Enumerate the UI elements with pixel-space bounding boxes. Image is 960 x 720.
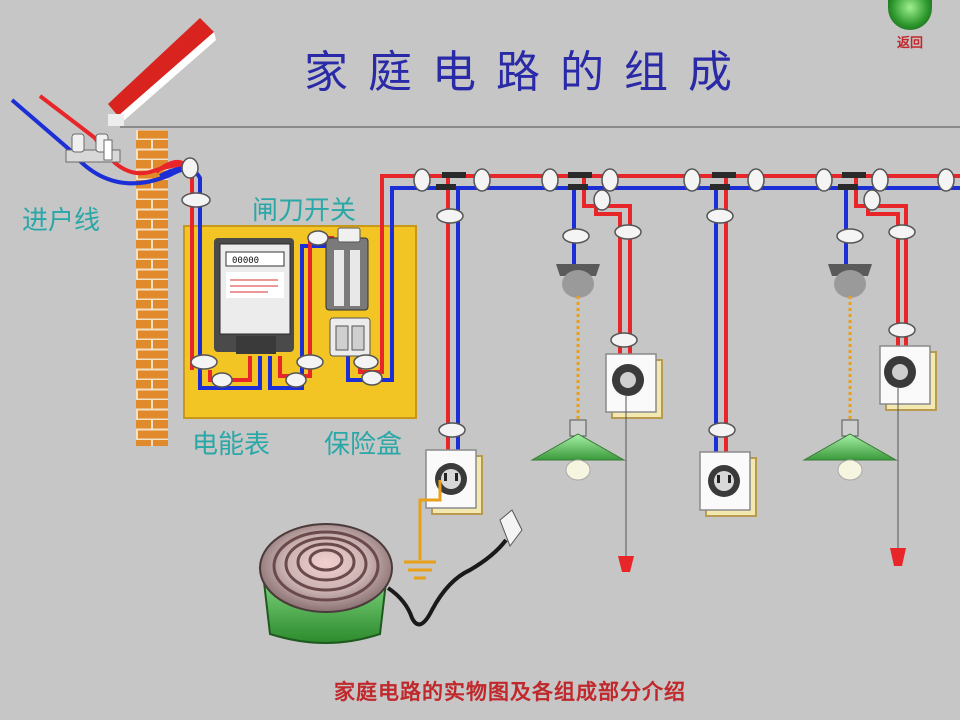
- label-knife-switch: 闸刀开关: [252, 196, 357, 226]
- back-button[interactable]: 返回: [878, 0, 942, 56]
- wall-socket-right: [699, 451, 757, 517]
- page-title: 家庭电路的组成: [304, 47, 752, 98]
- electric-hot-plate: [259, 509, 523, 644]
- label-energy-meter: 电能表: [192, 430, 271, 460]
- green-ball-icon: [888, 0, 932, 30]
- ground-symbol: [404, 480, 442, 580]
- pendant-lamp-right: [802, 264, 898, 481]
- branch-wires: [446, 176, 908, 462]
- label-incoming-line: 进户线: [22, 206, 101, 236]
- bus-junctions: [436, 172, 866, 190]
- footer-caption: 家庭电路的实物图及各组成部分介绍: [334, 679, 686, 704]
- back-button-label: 返回: [896, 36, 923, 51]
- svg-text:00000: 00000: [232, 256, 259, 266]
- energy-meter: 00000: [214, 238, 294, 354]
- knife-switch-and-fuse-box: [325, 227, 371, 357]
- pull-switch-left: [605, 353, 663, 572]
- pull-switch-right: [879, 345, 937, 566]
- wire-clips: [181, 157, 955, 438]
- wall-socket-left: [425, 449, 483, 515]
- insulator-bracket: [65, 133, 121, 163]
- label-fuse-box: 保险盒: [324, 430, 403, 460]
- roof: [108, 18, 216, 126]
- pendant-lamp-left: [530, 264, 626, 481]
